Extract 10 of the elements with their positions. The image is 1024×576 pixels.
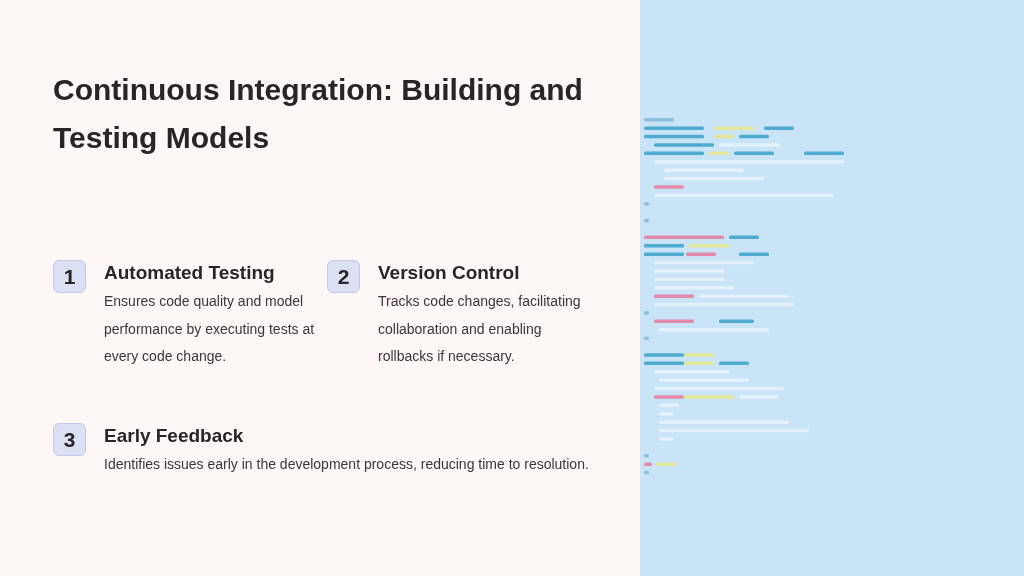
- item-description: Ensures code quality and model performance by executing tests at every code change.: [104, 292, 316, 366]
- title: Continuous Integration: Building and Testing Models: [53, 72, 584, 156]
- item-heading: Early Feedback: [104, 424, 245, 448]
- number-badge: 3: [53, 423, 86, 456]
- item-heading: Automated Testing: [104, 261, 276, 285]
- number-badge: 2: [327, 260, 360, 293]
- item-description: Tracks code changes, facilitating collaboration and enabling rollbacks if necessary.: [378, 292, 582, 366]
- item-description: Identifies issues early in the development process, reducing time to resolution.: [104, 455, 589, 474]
- item-heading: Version Control: [378, 261, 521, 285]
- number-badge: 1: [53, 260, 86, 293]
